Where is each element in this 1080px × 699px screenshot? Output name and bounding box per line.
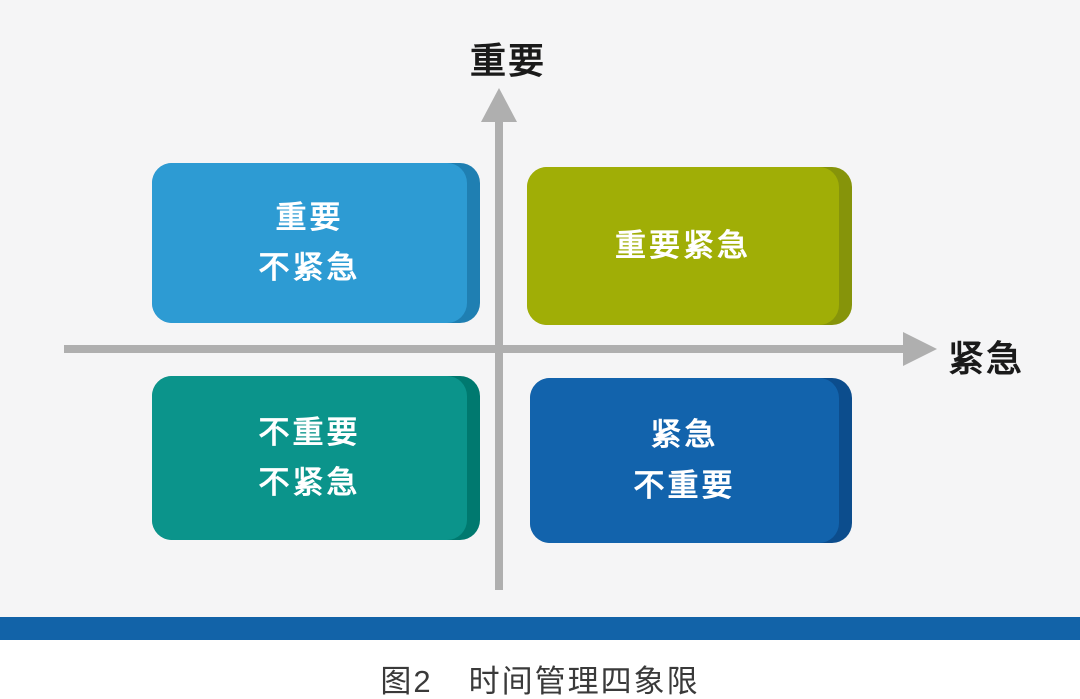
divider-bar bbox=[0, 617, 1080, 640]
arrow-right-icon bbox=[903, 332, 937, 366]
y-axis-line bbox=[495, 116, 503, 590]
quadrant-label-line: 不重要 bbox=[633, 467, 736, 503]
quadrant-face: 重要 不紧急 bbox=[152, 163, 467, 323]
quadrant-label-line: 紧急 bbox=[650, 417, 719, 453]
quadrant-important-urgent: 重要紧急 bbox=[527, 167, 852, 325]
figure-caption-label: 图2 bbox=[380, 664, 433, 699]
quadrant-face: 重要紧急 bbox=[527, 167, 839, 325]
figure-caption-title: 时间管理四象限 bbox=[468, 664, 700, 699]
quadrant-important-not-urgent: 重要 不紧急 bbox=[152, 163, 480, 323]
quadrant-label-line: 不紧急 bbox=[258, 465, 361, 500]
quadrant-urgent-not-important: 紧急 不重要 bbox=[530, 378, 852, 543]
x-axis-label: 紧急 bbox=[948, 338, 1025, 379]
quadrant-not-important-not-urgent: 不重要 不紧急 bbox=[152, 376, 480, 540]
quadrant-label-line: 重要 bbox=[275, 199, 344, 235]
quadrant-label-line: 不重要 bbox=[258, 414, 361, 450]
quadrant-label-line: 不紧急 bbox=[258, 250, 361, 285]
figure-caption: 图2 时间管理四象限 bbox=[0, 656, 1080, 699]
y-axis-label: 重要 bbox=[470, 40, 547, 81]
quadrant-face: 紧急 不重要 bbox=[530, 378, 839, 543]
quadrant-face: 不重要 不紧急 bbox=[152, 376, 467, 540]
quadrant-label-line: 重要紧急 bbox=[615, 227, 751, 263]
x-axis-line bbox=[64, 345, 905, 353]
